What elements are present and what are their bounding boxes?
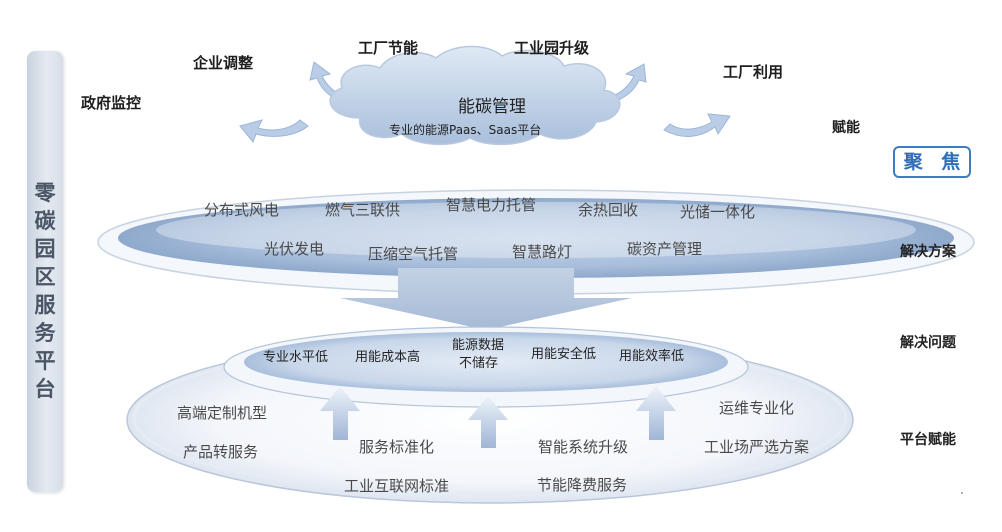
cloud-subtitle: 专业的能源Paas、Saas平台 bbox=[389, 123, 542, 137]
platform-item: 工业场严选方案 bbox=[704, 438, 810, 456]
solution-item: 余热回收 bbox=[578, 201, 639, 219]
label-factory-use: 工厂利用 bbox=[723, 63, 784, 81]
solution-item: 光储一体化 bbox=[680, 203, 756, 221]
solution-item: 智慧电力托管 bbox=[446, 196, 537, 214]
curved-arrows bbox=[239, 61, 731, 143]
platform-item: 运维专业化 bbox=[719, 399, 795, 417]
label-empower: 赋能 bbox=[832, 120, 860, 136]
problem-item: 用能成本高 bbox=[355, 350, 421, 365]
label-platform: 平台赋能 bbox=[900, 432, 956, 448]
solution-item: 压缩空气托管 bbox=[368, 245, 459, 263]
platform-item: 产品转服务 bbox=[183, 443, 259, 461]
problem-item: 用能安全低 bbox=[531, 347, 597, 362]
upward-arrows bbox=[320, 386, 676, 448]
solution-item: 碳资产管理 bbox=[627, 240, 703, 258]
corner-dot bbox=[961, 492, 963, 494]
platform-item: 节能降费服务 bbox=[537, 476, 628, 494]
problem-item: 能源数据 bbox=[452, 338, 505, 353]
sidebar-title: 零碳园区服务平台 bbox=[34, 181, 56, 401]
label-government: 政府监控 bbox=[81, 94, 142, 112]
platform-item: 工业互联网标准 bbox=[344, 477, 450, 495]
solutions-disc bbox=[97, 189, 975, 295]
platform-item: 服务标准化 bbox=[359, 438, 435, 456]
solution-item: 分布式风电 bbox=[204, 201, 280, 219]
label-solutions: 解决方案 bbox=[900, 244, 956, 260]
cloud bbox=[329, 45, 621, 146]
problems-disc bbox=[223, 326, 749, 408]
cloud-title: 能碳管理 bbox=[458, 97, 526, 117]
label-park-upgrade: 工业园升级 bbox=[514, 39, 590, 57]
problem-item: 用能效率低 bbox=[619, 349, 685, 364]
label-enterprise: 企业调整 bbox=[193, 54, 254, 72]
sidebar: 零碳园区服务平台 bbox=[27, 51, 63, 492]
solution-item: 智慧路灯 bbox=[512, 243, 573, 261]
focus-badge: 聚 焦 bbox=[893, 146, 971, 178]
solution-item: 光伏发电 bbox=[264, 240, 325, 258]
solution-item: 燃气三联供 bbox=[325, 201, 401, 219]
label-problems: 解决问题 bbox=[900, 335, 956, 351]
label-factory-saving: 工厂节能 bbox=[358, 39, 419, 57]
problem-item: 专业水平低 bbox=[263, 350, 329, 365]
problem-item: 不储存 bbox=[459, 356, 499, 371]
platform-item: 高端定制机型 bbox=[177, 404, 268, 422]
platform-item: 智能系统升级 bbox=[538, 438, 629, 456]
downward-arrow bbox=[340, 268, 632, 330]
